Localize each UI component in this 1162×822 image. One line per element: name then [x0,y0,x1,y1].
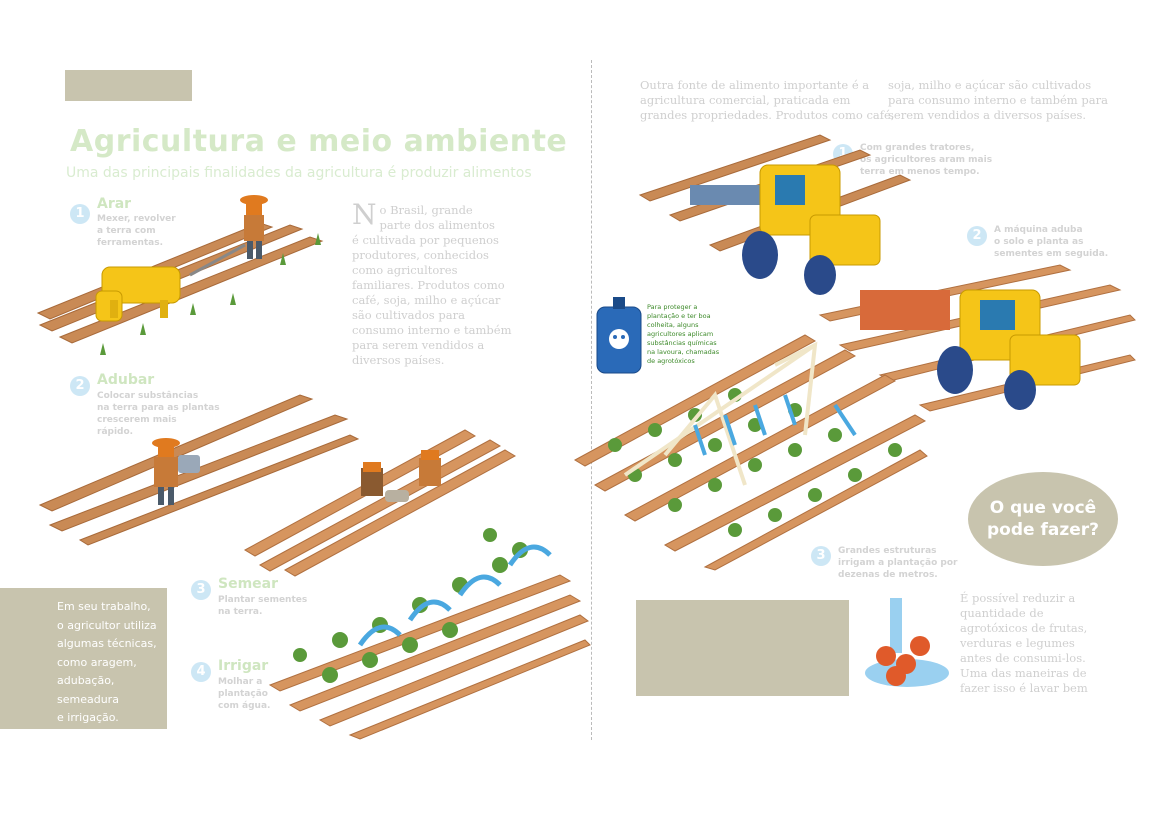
step-3-title: Semear [218,576,279,592]
farmers-sowing-icon [361,450,441,502]
tractor-seeder-illustration [818,264,1136,412]
plough-tool-icon [690,185,780,205]
farmer-2-icon [152,438,200,505]
fertilize-field-illustration [38,394,360,546]
irrigation-field-illustration [268,528,591,740]
page-subtitle: Uma das principais finalidades da agricu… [66,165,532,181]
seeder-tool-icon [860,290,950,330]
big-irrigation-illustration [573,334,928,571]
step-1-badge: 1 [70,204,90,224]
step-2-badge: 2 [70,376,90,396]
step-1-title: Arar [97,196,132,212]
tractor-1-icon [742,164,881,295]
page-fold-line [591,60,592,740]
step-3-badge: 3 [191,580,211,600]
sow-field-illustration [243,429,517,577]
ox-icon [95,266,181,322]
tomato-icon [876,646,896,666]
right-step-1-desc: Com grandes tratores,os agricultores ara… [860,143,993,177]
section-tag [65,70,192,101]
right-step-2-badge: 2 [967,226,987,246]
step-4-title: Irrigar [218,658,269,674]
page-title: Agricultura e meio ambiente [70,124,568,159]
intro-paragraph: N o Brasil, grande parte dos alimentos é… [352,198,512,368]
washing-fruits-illustration [865,598,949,687]
right-step-3-badge: 3 [811,546,831,566]
bucket-icon [178,455,200,473]
plough-field-illustration [36,195,324,355]
content-box [636,600,849,696]
farmer-1-icon [240,195,268,259]
step-2-title: Adubar [97,372,155,388]
intro-dropcap: N [352,198,377,231]
tractor-2-icon [937,289,1081,410]
pivot-structure-icon [623,341,818,486]
tractor-plough-illustration [638,134,912,295]
water-spray-icon [357,544,552,647]
pesticide-can-icon [596,297,642,374]
step-4-badge: 4 [191,662,211,682]
